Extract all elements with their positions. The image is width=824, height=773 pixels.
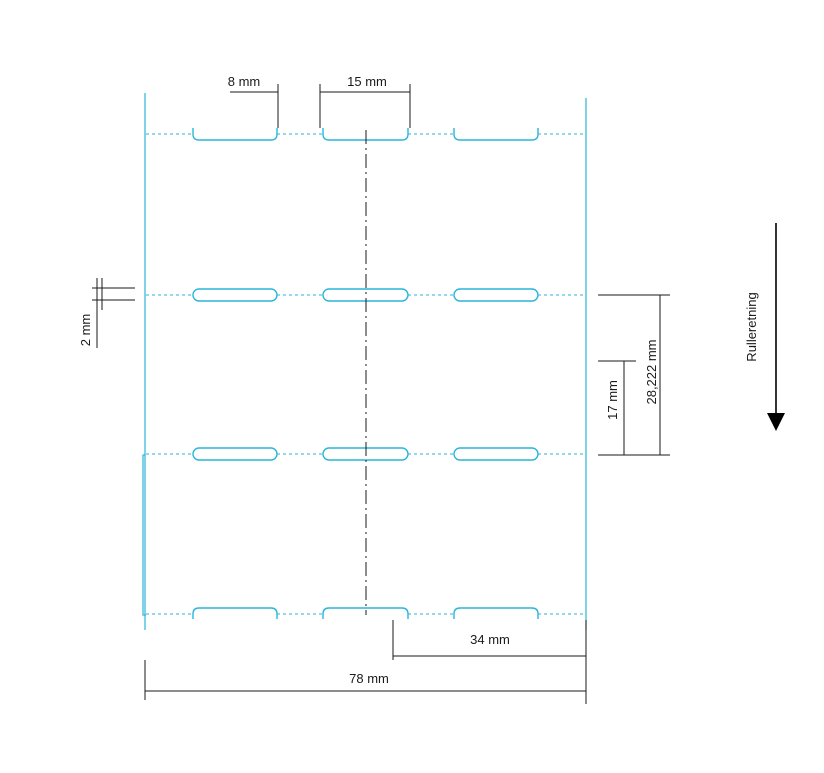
- perforation-slot: [322, 607, 409, 619]
- perforation-slot: [192, 447, 278, 461]
- perforation-row: [146, 447, 586, 461]
- dimension-slot-length: 15 mm: [347, 74, 387, 89]
- roll-outline: [142, 93, 587, 630]
- perforation-slot: [453, 447, 539, 461]
- perforation-slot: [453, 128, 539, 141]
- right-dimensions: [598, 294, 670, 456]
- perforation-slot: [192, 607, 278, 619]
- bottom-dimensions: [144, 620, 587, 704]
- left-dimension: [92, 278, 135, 348]
- roll-direction-arrow-icon: [767, 223, 785, 431]
- dimension-label-pitch: 28,222 mm: [644, 339, 659, 404]
- top-dimensions: [230, 84, 411, 128]
- perforation-slot: [192, 128, 278, 141]
- perforation-slot: [453, 607, 539, 619]
- perforation-row: [146, 128, 586, 141]
- perforation-slot: [192, 288, 278, 302]
- perforation-row: [146, 607, 586, 619]
- dimension-slot-height: 2 mm: [78, 314, 93, 347]
- dimension-center-offset: 34 mm: [470, 632, 510, 647]
- roll-direction-label: Rulleretning: [744, 292, 759, 361]
- dimension-slot-gap: 8 mm: [228, 74, 261, 89]
- dimension-label-height: 17 mm: [605, 380, 620, 420]
- perforation-slot: [453, 288, 539, 302]
- roll-left-edge-notch: [142, 454, 146, 616]
- perforation-rows: [146, 128, 586, 619]
- dimension-total-width: 78 mm: [349, 671, 389, 686]
